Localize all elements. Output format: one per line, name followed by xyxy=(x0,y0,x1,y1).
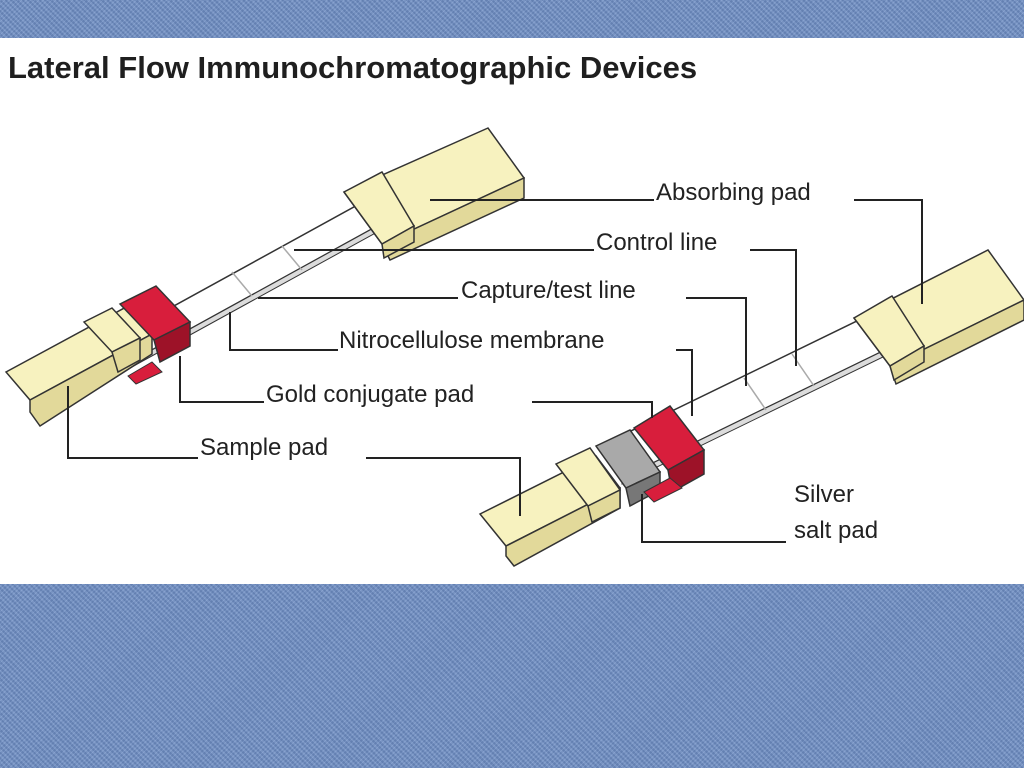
label-capture-test-line: Capture/test line xyxy=(461,277,636,304)
right-capture-test-line xyxy=(743,377,767,411)
label-control-line: Control line xyxy=(596,229,717,256)
label-absorbing-pad: Absorbing pad xyxy=(656,179,811,206)
label-silver-salt-pad-line2: salt pad xyxy=(794,517,878,544)
leader-control-right xyxy=(750,249,797,366)
labels: Absorbing pad Control line Capture/test … xyxy=(200,179,878,544)
leader-capture-right xyxy=(686,297,747,386)
left-control-line xyxy=(281,245,303,271)
leader-lines xyxy=(67,199,923,543)
leader-absorbing-right xyxy=(854,199,923,304)
leader-gold-right xyxy=(532,401,653,418)
label-gold-conjugate-pad: Gold conjugate pad xyxy=(266,381,474,408)
leader-nitro-right xyxy=(676,349,693,416)
label-silver-salt-pad-line1: Silver xyxy=(794,481,854,508)
leader-sample-right xyxy=(366,457,521,516)
leader-sample-left xyxy=(67,386,198,459)
left-capture-test-line xyxy=(231,271,253,297)
left-gold-conjugate-pad-side xyxy=(153,320,191,364)
leader-gold-left xyxy=(179,356,264,403)
label-sample-pad: Sample pad xyxy=(200,434,328,461)
left-gold-conjugate-tail xyxy=(127,361,163,385)
right-strip xyxy=(478,249,1024,567)
left-strip xyxy=(4,127,526,428)
right-absorbing-pad-block-side xyxy=(889,344,925,382)
label-nitrocellulose-membrane: Nitrocellulose membrane xyxy=(339,327,604,354)
right-sample-pad-block-side xyxy=(587,488,621,524)
leader-silver xyxy=(641,494,786,543)
page-title: Lateral Flow Immunochromatographic Devic… xyxy=(8,50,698,85)
leader-nitro-left xyxy=(229,312,338,351)
right-gold-conjugate-tail xyxy=(643,477,683,503)
left-sample-pad-block-side xyxy=(111,336,141,374)
